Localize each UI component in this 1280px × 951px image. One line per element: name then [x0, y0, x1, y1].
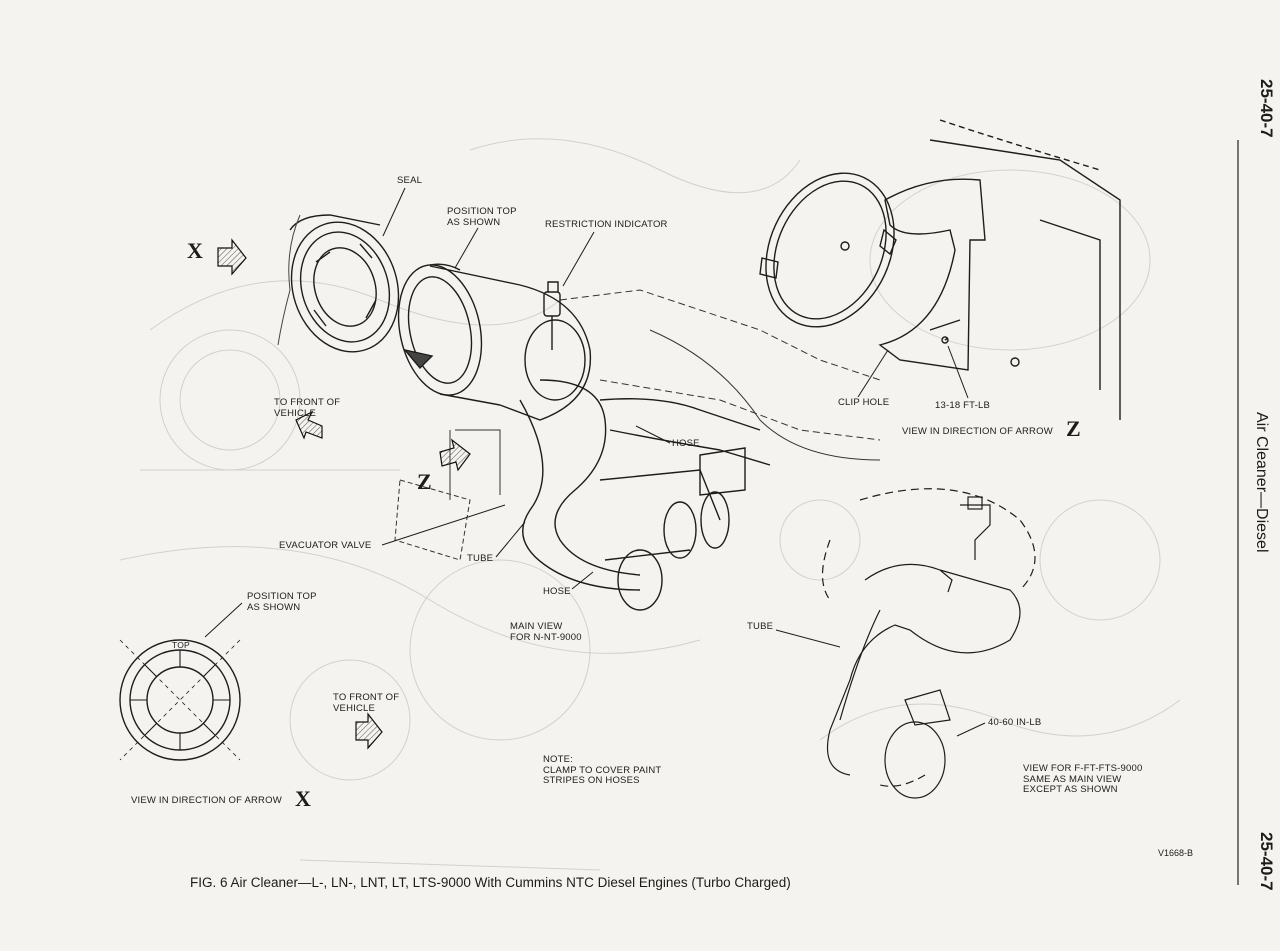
label-hose-2: HOSE	[543, 586, 571, 597]
label-to-front-1: TO FRONT OF VEHICLE	[274, 397, 341, 419]
section-title: Air Cleaner—Diesel	[1253, 412, 1270, 553]
label-torque-1: 13-18 FT-LB	[935, 400, 991, 411]
label-tube-2: TUBE	[747, 621, 774, 632]
label-clip-hole: CLIP HOLE	[838, 397, 890, 408]
page-number-bottom: 25-40-7	[1257, 832, 1276, 891]
label-view-x: VIEW IN DIRECTION OF ARROW	[131, 795, 282, 806]
label-torque-2: 40-60 IN-LB	[988, 717, 1042, 728]
label-position-top-2: POSITION TOP AS SHOWN	[247, 591, 317, 613]
engine-outline	[559, 289, 881, 441]
arrow-front-1	[295, 410, 323, 440]
air-cleaner-housing	[397, 263, 592, 421]
label-to-front-2: TO FRONT OF VEHICLE	[333, 692, 400, 714]
detail-view-circle	[821, 488, 1036, 799]
label-evacuator-valve: EVACUATOR VALVE	[279, 540, 372, 551]
mounting-bracket	[878, 119, 1121, 420]
label-note: NOTE: CLAMP TO COVER PAINT STRIPES ON HO…	[543, 754, 662, 786]
ghost-background	[119, 138, 1181, 871]
figure-id: V1668-B	[1158, 848, 1194, 858]
arrow-z-left	[439, 438, 471, 472]
label-main-view: MAIN VIEW FOR N-NT-9000	[510, 621, 582, 643]
leader-lines	[204, 187, 986, 737]
label-restriction-indicator: RESTRICTION INDICATOR	[545, 219, 668, 230]
marker-x-view: X	[295, 786, 311, 811]
label-top: TOP	[172, 640, 190, 650]
label-hose-1: HOSE	[672, 438, 700, 449]
figure-caption: FIG. 6 Air Cleaner—L-, LN-, LNT, LT, LTS…	[190, 875, 791, 890]
direction-arrows	[217, 238, 471, 750]
label-tube-1: TUBE	[467, 553, 494, 564]
label-position-top-1: POSITION TOP AS SHOWN	[447, 206, 517, 228]
marker-z-view: Z	[1066, 416, 1081, 441]
marker-x-top: X	[187, 238, 203, 263]
top-view-ring	[119, 639, 241, 761]
seal-ring	[289, 214, 400, 353]
intake-tube	[519, 379, 771, 611]
label-seal: SEAL	[397, 175, 423, 186]
clamp-ring	[759, 172, 897, 328]
marker-z-left: Z	[417, 469, 432, 494]
page-number-top: 25-40-7	[1257, 79, 1276, 138]
label-view-z: VIEW IN DIRECTION OF ARROW	[902, 426, 1053, 437]
restriction-indicator	[543, 281, 561, 350]
arrow-x-top	[217, 238, 247, 276]
label-view-f: VIEW FOR F-FT-FTS-9000 SAME AS MAIN VIEW…	[1023, 763, 1143, 795]
arrow-front-2	[355, 712, 383, 750]
